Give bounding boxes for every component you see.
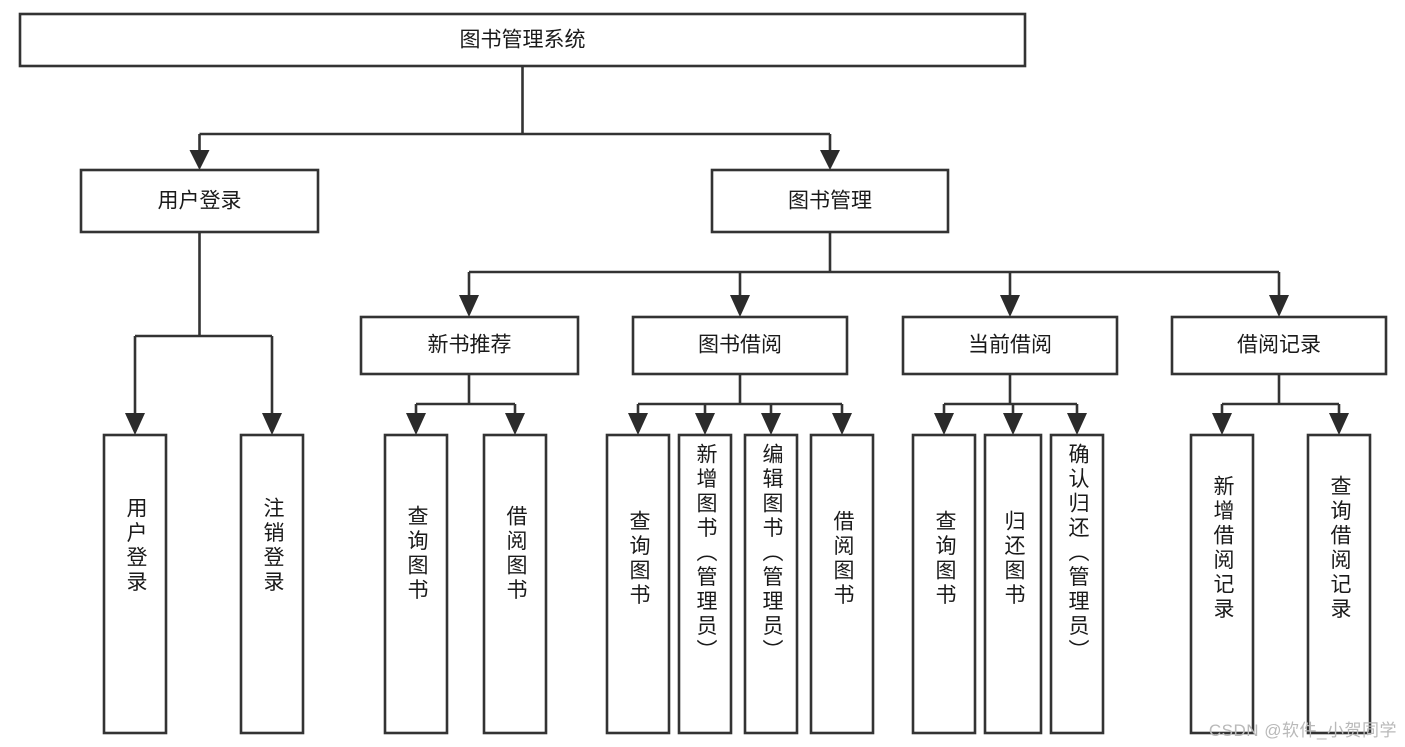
node-layer: 图书管理系统 用户登录 图书管理 新书推荐 图书借阅 当前借阅 借阅记录 [18,12,1388,735]
node-new-book-recommend-label: 新书推荐 [428,334,512,357]
node-borrow-record[interactable] [1170,315,1388,376]
arrow-to-leaf-query-book-2 [628,413,648,435]
node-current-borrow-label: 当前借阅 [968,334,1052,357]
arrow-to-leaf-return-book [1003,413,1023,435]
node-leaf-add-book-admin[interactable] [677,433,733,735]
node-new-book-recommend[interactable] [359,315,580,376]
node-leaf-query-book-1[interactable] [383,433,449,735]
arrow-to-new-book-recommend [459,295,479,317]
arrow-to-leaf-edit-book-admin [761,413,781,435]
node-leaf-query-borrow-record[interactable] [1306,433,1372,735]
csdn-watermark: CSDN @软件_小贺同学 [1208,721,1397,740]
node-borrow-record-label: 借阅记录 [1237,334,1321,357]
arrow-to-leaf-confirm-return-admin [1067,413,1087,435]
node-root[interactable] [18,12,1027,68]
node-book-management-label: 图书管理 [788,190,872,213]
node-leaf-borrow-book-2[interactable] [809,433,875,735]
node-leaf-query-book-3[interactable] [911,433,977,735]
arrow-to-book-management [820,150,840,170]
node-user-login[interactable] [79,168,320,234]
node-leaf-confirm-return-admin[interactable] [1049,433,1105,735]
arrow-to-leaf-query-borrow-record [1329,413,1349,435]
node-leaf-query-book-2[interactable] [605,433,671,735]
node-leaf-logout[interactable] [239,433,305,735]
node-leaf-return-book[interactable] [983,433,1043,735]
arrow-to-leaf-borrow-book-1 [505,413,525,435]
node-current-borrow[interactable] [901,315,1119,376]
node-book-management[interactable] [710,168,950,234]
connector-layer [125,66,1349,435]
node-leaf-add-borrow-record[interactable] [1189,433,1255,735]
node-book-borrow-label: 图书借阅 [698,334,782,357]
arrow-to-leaf-logout [262,413,282,435]
arrow-to-leaf-user-login [125,413,145,435]
arrow-to-leaf-add-book-admin [695,413,715,435]
node-leaf-user-login[interactable] [102,433,168,735]
arrow-to-user-login [189,150,210,170]
arrow-to-leaf-borrow-book-2 [832,413,852,435]
arrow-to-leaf-query-book-3 [934,413,954,435]
node-leaf-borrow-book-1[interactable] [482,433,548,735]
arrow-to-book-borrow [730,295,750,317]
arrow-to-borrow-record [1269,295,1289,317]
arrow-to-current-borrow [1000,295,1020,317]
arrow-to-leaf-add-borrow-record [1212,413,1232,435]
node-user-login-label: 用户登录 [158,190,242,213]
node-leaf-edit-book-admin[interactable] [743,433,799,735]
arrow-to-leaf-query-book-1 [406,413,426,435]
node-root-label: 图书管理系统 [460,29,586,52]
node-book-borrow[interactable] [631,315,849,376]
